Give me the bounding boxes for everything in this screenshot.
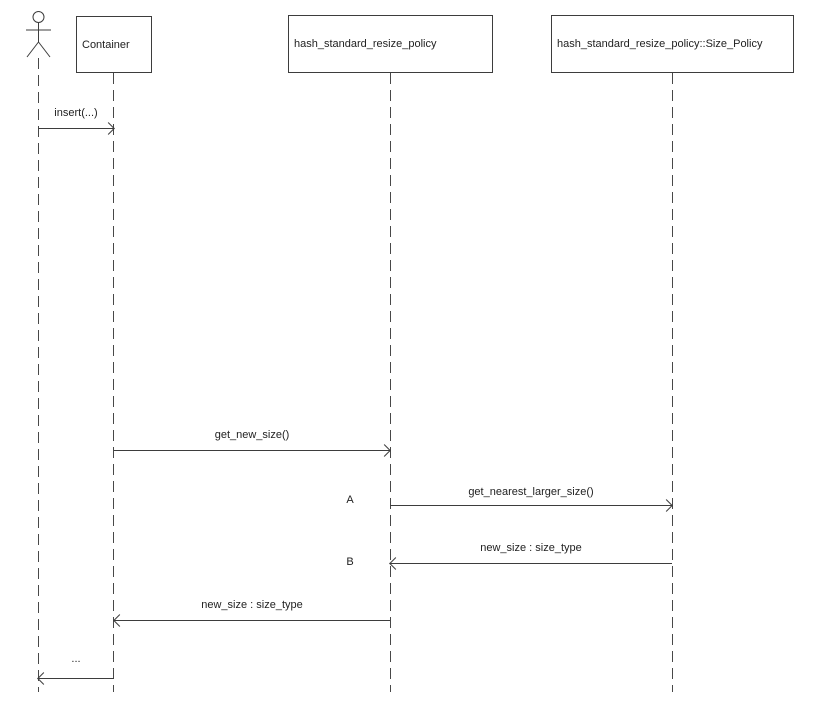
message-arrow-get-nearest-larger-size [390, 499, 673, 512]
message-arrow-insert [38, 122, 115, 135]
message-label-ellipsis-return: ... [71, 653, 81, 665]
message-label-insert: insert(...) [54, 107, 98, 119]
message-marker-a: A [346, 494, 354, 506]
lifeline-hash-standard-resize-policy [390, 73, 391, 692]
participant-label-size-policy: hash_standard_resize_policy::Size_Policy [557, 38, 763, 50]
message-label-new-size-return-2: new_size : size_type [201, 599, 303, 611]
lifeline-actor [38, 58, 39, 692]
message-arrow-get-new-size [114, 444, 391, 457]
message-arrow-ellipsis-return [37, 672, 114, 685]
message-arrow-new-size-return-1 [389, 557, 672, 570]
message-label-get-nearest-larger-size: get_nearest_larger_size() [468, 486, 594, 498]
arrowhead-left-icon [389, 557, 402, 570]
actor-icon [26, 11, 51, 58]
message-label-get-new-size: get_new_size() [214, 429, 290, 441]
participant-label-container: Container [82, 38, 130, 51]
message-marker-b: B [346, 556, 354, 568]
message-label-new-size-return-1: new_size : size_type [480, 542, 582, 554]
arrowhead-right-icon [660, 499, 673, 512]
lifeline-size-policy [672, 73, 673, 692]
participant-label-hash-standard-resize-policy: hash_standard_resize_policy [294, 38, 437, 50]
message-arrow-new-size-return-2 [113, 614, 390, 627]
arrowhead-right-icon [378, 444, 391, 457]
arrowhead-left-icon [113, 614, 126, 627]
participant-box-hash-standard-resize-policy: hash_standard_resize_policy [288, 15, 493, 73]
lifeline-container [113, 73, 114, 692]
participant-box-container: Container [76, 16, 152, 73]
participant-box-size-policy: hash_standard_resize_policy::Size_Policy [551, 15, 794, 73]
arrowhead-left-icon [37, 672, 50, 685]
